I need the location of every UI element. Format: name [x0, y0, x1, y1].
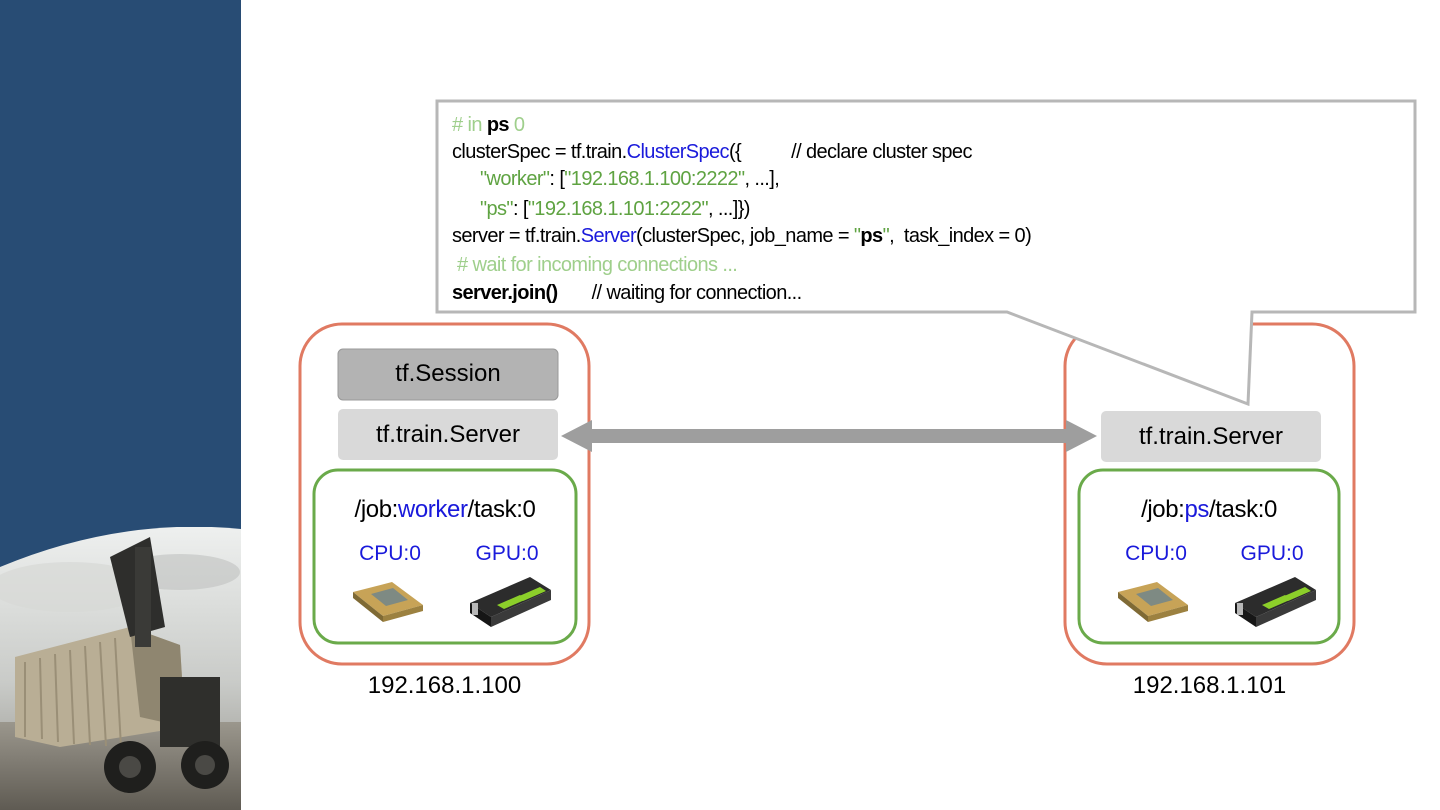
code-line-1: # in ps 0	[452, 114, 525, 136]
code-line-4: "ps": ["192.168.1.101:2222", ...]})	[480, 198, 750, 220]
code-line-2: clusterSpec = tf.train.ClusterSpec({// d…	[452, 141, 972, 163]
gpu-label-left: GPU:0	[475, 542, 539, 565]
ip-label-right: 192.168.1.101	[1132, 672, 1287, 699]
ip-label-left: 192.168.1.100	[367, 672, 522, 699]
sidebar-panel	[0, 0, 241, 810]
cpu-chip-icon	[353, 582, 423, 622]
code-line-3: "worker": ["192.168.1.100:2222", ...],	[480, 168, 780, 190]
machine-box-left	[298, 322, 591, 666]
job-label-right: /job:ps/task:0	[1141, 496, 1277, 523]
gpu-label-right: GPU:0	[1240, 542, 1304, 565]
server-label-left: tf.train.Server	[375, 421, 521, 448]
session-label: tf.Session	[395, 360, 501, 387]
cpu-label-left: CPU:0	[359, 542, 421, 565]
server-label-right: tf.train.Server	[1138, 423, 1284, 450]
code-line-6: # wait for incoming connections ...	[457, 254, 738, 276]
container-loader-photo	[0, 527, 241, 810]
code-line-7: server.join()// waiting for connection..…	[452, 282, 802, 304]
server-box-left	[338, 409, 558, 460]
session-box	[337, 348, 559, 401]
callout-box	[435, 99, 1417, 407]
server-box-right	[1101, 411, 1321, 462]
code-line-5: server = tf.train.Server(clusterSpec, jo…	[452, 225, 1032, 247]
gpu-card-icon	[1235, 577, 1316, 627]
connection-double-arrow	[561, 420, 1097, 452]
gpu-card-icon	[470, 577, 551, 627]
cpu-chip-icon	[1118, 582, 1188, 622]
cpu-label-right: CPU:0	[1125, 542, 1187, 565]
job-label-left: /job:worker/task:0	[354, 496, 536, 523]
